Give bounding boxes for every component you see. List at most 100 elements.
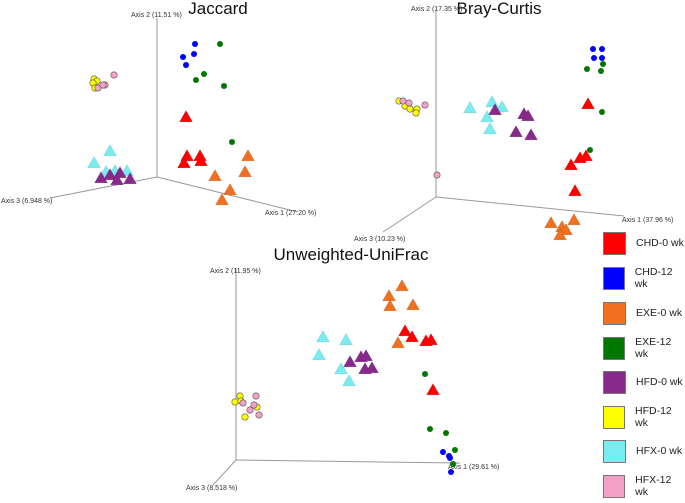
data-point-triangle	[488, 102, 502, 116]
data-point-triangle	[179, 109, 193, 123]
data-point-triangle	[177, 155, 191, 169]
data-point-circle	[217, 41, 223, 47]
data-point-circle	[591, 55, 597, 61]
data-point-triangle	[567, 212, 581, 226]
axis3-line	[382, 196, 437, 233]
data-point-circle	[422, 371, 428, 377]
data-point-circle	[452, 447, 458, 453]
data-point-triangle	[395, 278, 409, 292]
axis2-label: Axis 2 (17.35 %)	[411, 6, 462, 13]
data-point-triangle	[94, 170, 108, 184]
data-point-triangle	[553, 227, 567, 241]
data-point-circle	[99, 81, 107, 89]
data-point-circle	[590, 46, 596, 52]
axis1-line	[435, 196, 625, 217]
plot-title: Bray-Curtis	[456, 0, 541, 18]
data-point-triangle	[524, 127, 538, 141]
data-point-triangle	[123, 171, 137, 185]
data-point-triangle	[485, 94, 499, 108]
data-point-triangle	[406, 297, 420, 311]
data-point-triangle	[559, 222, 573, 236]
data-point-circle	[239, 399, 247, 407]
data-point-triangle	[342, 373, 356, 387]
data-point-triangle	[521, 108, 535, 122]
data-point-triangle	[223, 182, 237, 196]
axis2-label: Axis 2 (11.51 %)	[131, 12, 182, 19]
legend-label: EXE-12 wk	[635, 336, 672, 360]
legend-item-exe-12wk: EXE-12 wk	[603, 336, 685, 360]
data-point-triangle	[383, 298, 397, 312]
legend-swatch	[603, 301, 626, 325]
legend-swatch	[603, 266, 625, 290]
data-point-circle	[447, 455, 453, 461]
data-point-triangle	[103, 143, 117, 157]
data-point-circle	[584, 66, 590, 72]
data-point-triangle	[316, 329, 330, 343]
data-point-circle	[252, 392, 260, 400]
legend-label: CHD-0 wk	[636, 237, 684, 249]
data-point-circle	[191, 51, 197, 57]
data-point-triangle	[334, 361, 348, 375]
legend-swatch	[603, 231, 626, 255]
data-point-circle	[201, 71, 207, 77]
data-point-triangle	[480, 109, 494, 123]
data-point-circle	[229, 139, 235, 145]
data-point-circle	[405, 99, 413, 107]
data-point-triangle	[215, 192, 229, 206]
data-point-circle	[406, 105, 414, 113]
data-point-triangle	[509, 124, 523, 138]
data-point-triangle	[544, 215, 558, 229]
data-point-circle	[599, 55, 605, 61]
data-point-triangle	[339, 332, 353, 346]
legend-label: EXE-0 wk	[636, 307, 683, 319]
data-point-triangle	[568, 183, 582, 197]
data-point-circle	[433, 171, 441, 179]
data-point-triangle	[495, 99, 509, 113]
legend-item-hfx-0wk: HFX-0 wk	[603, 439, 682, 463]
legend-item-chd-0wk: CHD-0 wk	[603, 231, 684, 255]
axis3-label: Axis 3 (10.23 %)	[354, 236, 405, 243]
data-point-triangle	[110, 172, 124, 186]
axis1-label: Axis 1 (27.20 %)	[265, 210, 316, 217]
data-point-triangle	[365, 360, 379, 374]
data-point-triangle	[382, 288, 396, 302]
data-point-circle	[598, 68, 604, 74]
legend-item-exe-0wk: EXE-0 wk	[603, 301, 682, 325]
data-point-triangle	[424, 332, 438, 346]
data-point-circle	[448, 469, 454, 475]
legend-item-hfd-12wk: HFD-12 wk	[603, 405, 685, 429]
legend-swatch	[603, 405, 625, 429]
axis3-line	[212, 459, 237, 486]
legend-label: HFD-12 wk	[635, 405, 672, 429]
data-point-triangle	[579, 148, 593, 162]
legend-swatch	[603, 336, 626, 360]
data-point-circle	[443, 430, 449, 436]
legend-item-hfd-0wk: HFD-0 wk	[603, 370, 683, 394]
axis1-line	[235, 459, 461, 464]
data-point-circle	[450, 461, 456, 467]
data-point-triangle	[564, 157, 578, 171]
data-point-triangle	[405, 329, 419, 343]
data-point-circle	[600, 61, 606, 67]
legend-label: HFX-0 wk	[636, 445, 683, 457]
legend-item-hfx-12wk: HFX-12 wk	[603, 474, 685, 498]
data-point-circle	[440, 449, 446, 455]
data-point-triangle	[208, 168, 222, 182]
legend-label: HFX-12 wk	[635, 474, 672, 498]
data-point-circle	[427, 426, 433, 432]
data-point-circle	[412, 109, 420, 117]
data-point-circle	[421, 101, 429, 109]
legend-swatch	[603, 439, 626, 463]
data-point-triangle	[581, 96, 595, 110]
data-point-triangle	[194, 153, 208, 167]
data-point-triangle	[238, 164, 252, 178]
legend-swatch	[603, 474, 626, 498]
data-point-triangle	[343, 354, 357, 368]
data-point-circle	[231, 398, 239, 406]
data-point-circle	[587, 147, 593, 153]
data-point-triangle	[312, 347, 326, 361]
data-point-triangle	[359, 348, 373, 362]
